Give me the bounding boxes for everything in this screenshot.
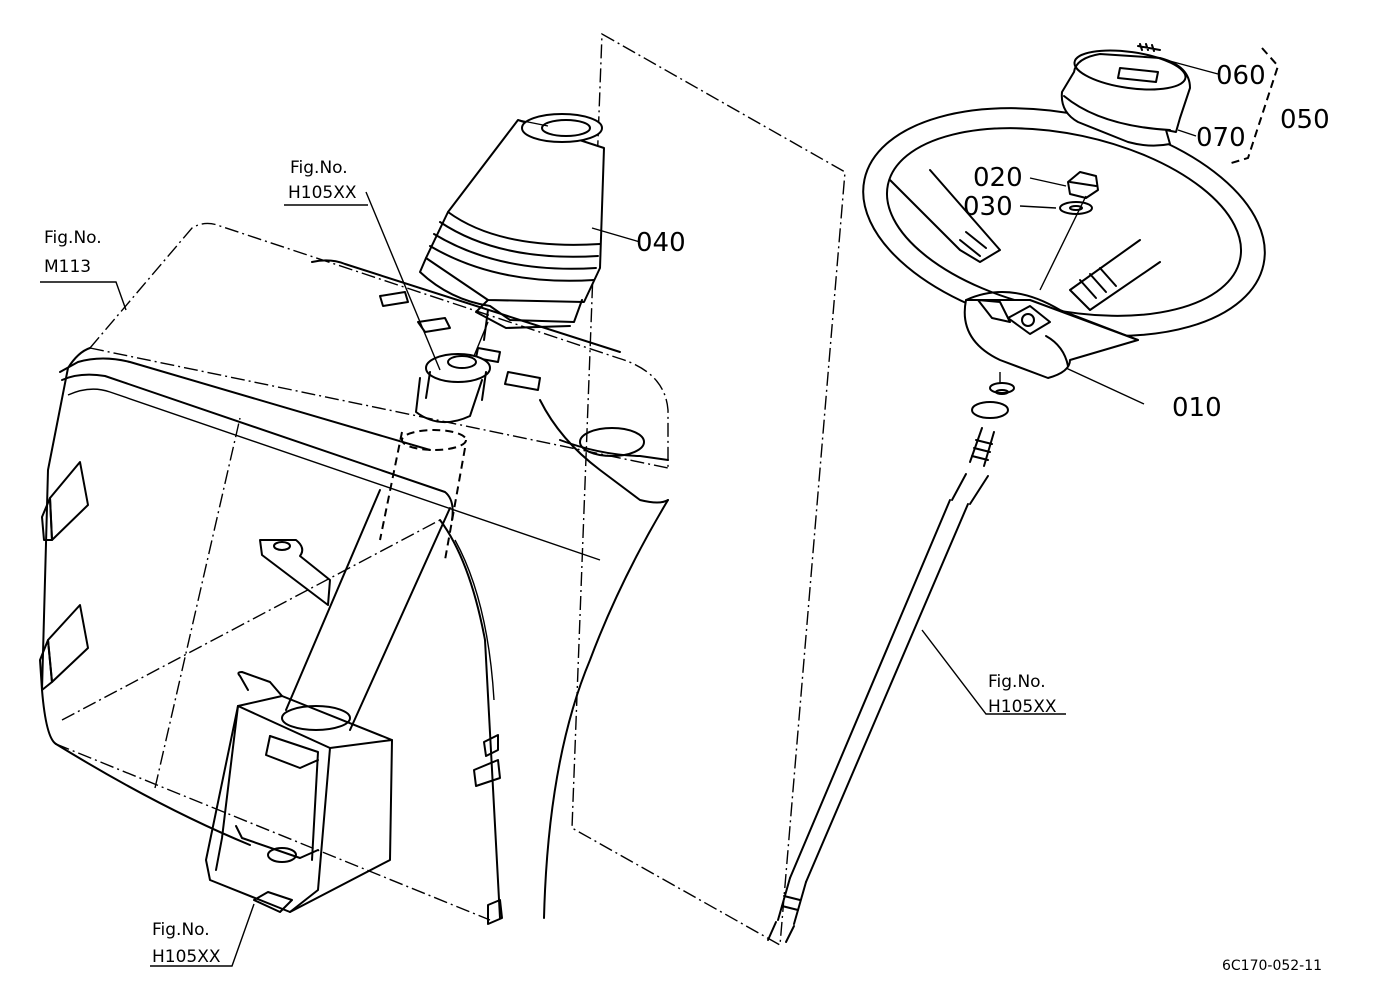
part-label-010: 010 [1172,393,1222,423]
fig-ref-m113: Fig.No. M113 [44,228,102,277]
horn-cap-050 [1059,43,1280,215]
steering-wheel-010 [862,107,1266,379]
fig-ref-label: Fig.No. [988,672,1046,692]
fig-ref-code: H105XX [152,947,221,967]
drawing-code: 6C170-052-11 [1222,958,1322,974]
fig-ref-label: Fig.No. [290,158,348,178]
fig-ref-label: Fig.No. [44,228,102,248]
part-label-070: 070 [1196,123,1246,153]
fig-ref-label: Fig.No. [152,920,210,940]
part-label-050: 050 [1280,105,1330,135]
fig-ref-code: H105XX [288,183,357,203]
dashboard-panel [39,222,669,925]
part-label-060: 060 [1216,61,1266,91]
steering-shaft [767,382,1015,943]
reference-panel-outline [571,32,846,947]
part-label-030: 030 [963,192,1013,222]
fig-ref-h105xx-shaft: Fig.No. H105XX [988,672,1057,717]
fig-ref-code: M113 [44,257,91,277]
steering-boot-040 [419,113,605,341]
fig-ref-h105xx-bottom: Fig.No. H105XX [152,920,221,967]
steering-column [205,353,491,913]
part-label-040: 040 [636,228,686,258]
fig-ref-h105xx-top: Fig.No. H105XX [284,158,368,206]
leader-lines [40,59,1219,967]
part-label-020: 020 [973,163,1023,193]
part-callouts: 010 020 030 040 050 060 070 [636,61,1330,423]
fig-ref-code: H105XX [988,697,1057,717]
